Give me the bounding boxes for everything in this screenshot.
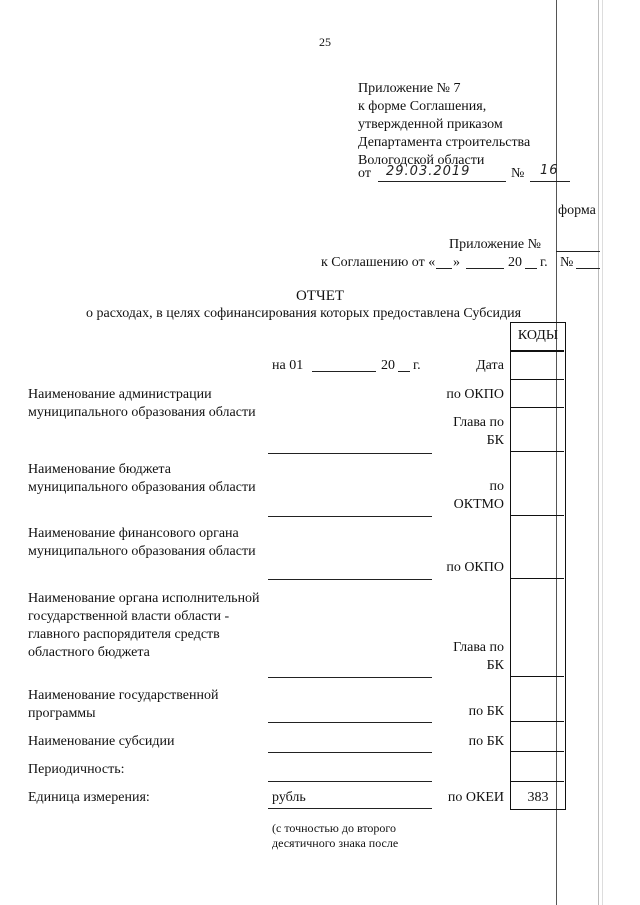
date-row-year-suffix: г. <box>413 358 421 373</box>
codes-bk2-rule <box>510 751 564 752</box>
agreement-year-prefix: 20 <box>508 255 522 270</box>
scan-edge-line <box>556 0 557 905</box>
codes-column <box>510 322 566 810</box>
report-subtitle: о расходах, в целях софинансирования кот… <box>86 306 522 321</box>
date-row-prefix: на 01 <box>272 358 304 373</box>
order-number-underline <box>530 181 570 182</box>
code-value-okei: 383 <box>527 790 549 805</box>
report-title: ОТЧЕТ <box>295 288 345 304</box>
footnote-line: десятичного знака после <box>272 836 399 850</box>
agreement-year-suffix: г. <box>540 255 548 270</box>
code-label-bk-2: по БК <box>468 734 504 749</box>
codes-header-rule <box>510 350 564 352</box>
row-line-periodicity <box>268 781 432 782</box>
order-date-underline <box>378 181 506 182</box>
row-label-state-program: Наименование государственной программы <box>28 688 219 721</box>
row-line-unit <box>268 808 432 809</box>
row-line-subsidy <box>268 752 432 753</box>
order-number-prefix: № <box>511 166 525 181</box>
codes-bk1-rule <box>510 721 564 722</box>
appendix-line: к форме Соглашения, <box>358 98 487 114</box>
code-label-okei: по ОКЕИ <box>447 790 504 805</box>
row-label-periodicity: Периодичность: <box>28 762 125 777</box>
appendix-line: Департамента строительства <box>358 134 531 150</box>
agreement-date-close-quote: » <box>453 255 460 270</box>
agreement-appendix-label: Приложение № <box>449 237 541 252</box>
date-row-month-line <box>312 371 376 372</box>
order-number-handwritten: 16 <box>540 163 559 178</box>
row-label-financial-body: Наименование финансового органа муниципа… <box>28 526 256 559</box>
codes-glava1-rule <box>510 451 564 452</box>
footnote-line: (с точностью до второго <box>272 821 397 835</box>
row-line-executive-body <box>268 677 432 678</box>
date-row-year-line <box>398 371 410 372</box>
agreement-year-line <box>525 268 537 269</box>
agreement-date-prefix: к Соглашению от « <box>321 255 436 270</box>
date-row-year-prefix: 20 <box>381 358 395 373</box>
page-number: 25 <box>319 35 331 49</box>
row-label-administration: Наименование администрации муниципальног… <box>28 387 256 420</box>
code-label-oktmo: по ОКТМО <box>453 479 504 512</box>
codes-oktmo-rule <box>510 515 564 516</box>
order-date-handwritten: 29.03.2019 <box>386 164 471 179</box>
row-label-subsidy: Наименование субсидии <box>28 734 175 749</box>
unit-value: рубль <box>272 790 306 805</box>
appendix-line: утвержденной приказом <box>358 116 503 132</box>
agreement-month-line <box>466 268 504 269</box>
row-line-state-program <box>268 722 432 723</box>
code-label-glava-bk: Глава по БК <box>453 415 504 448</box>
row-label-executive-body: Наименование органа исполнительной госуд… <box>28 591 260 660</box>
scan-edge-line <box>602 0 603 905</box>
code-label-glava-bk-2: Глава по БК <box>453 640 504 673</box>
form-label: форма <box>558 203 596 218</box>
row-label-budget: Наименование бюджета муниципального обра… <box>28 462 256 495</box>
codes-date-rule <box>510 379 564 380</box>
order-date-prefix: от <box>358 166 371 181</box>
agreement-number-prefix: № <box>560 255 574 270</box>
code-label-okpo-2: по ОКПО <box>446 560 504 575</box>
row-line-administration <box>268 453 432 454</box>
agreement-number-line <box>576 268 600 269</box>
row-label-unit: Единица измерения: <box>28 790 150 805</box>
appendix-line: Приложение № 7 <box>358 81 461 96</box>
agreement-appendix-number-line <box>556 251 600 252</box>
code-label-bk: по БК <box>468 704 504 719</box>
date-code-label: Дата <box>476 358 504 373</box>
appendix-line: Вологодской области <box>358 152 485 168</box>
codes-glava2-rule <box>510 676 564 677</box>
codes-period-rule <box>510 781 564 782</box>
appendix-header: Приложение № 7 к форме Соглашения, утвер… <box>358 80 530 170</box>
row-line-budget <box>268 516 432 517</box>
codes-okpo2-rule <box>510 578 564 579</box>
agreement-day-line <box>436 268 452 269</box>
codes-okpo1-rule <box>510 407 564 408</box>
code-label-okpo: по ОКПО <box>446 387 504 402</box>
row-line-financial-body <box>268 579 432 580</box>
scan-edge-line <box>598 0 599 905</box>
codes-header: КОДЫ <box>517 328 559 343</box>
